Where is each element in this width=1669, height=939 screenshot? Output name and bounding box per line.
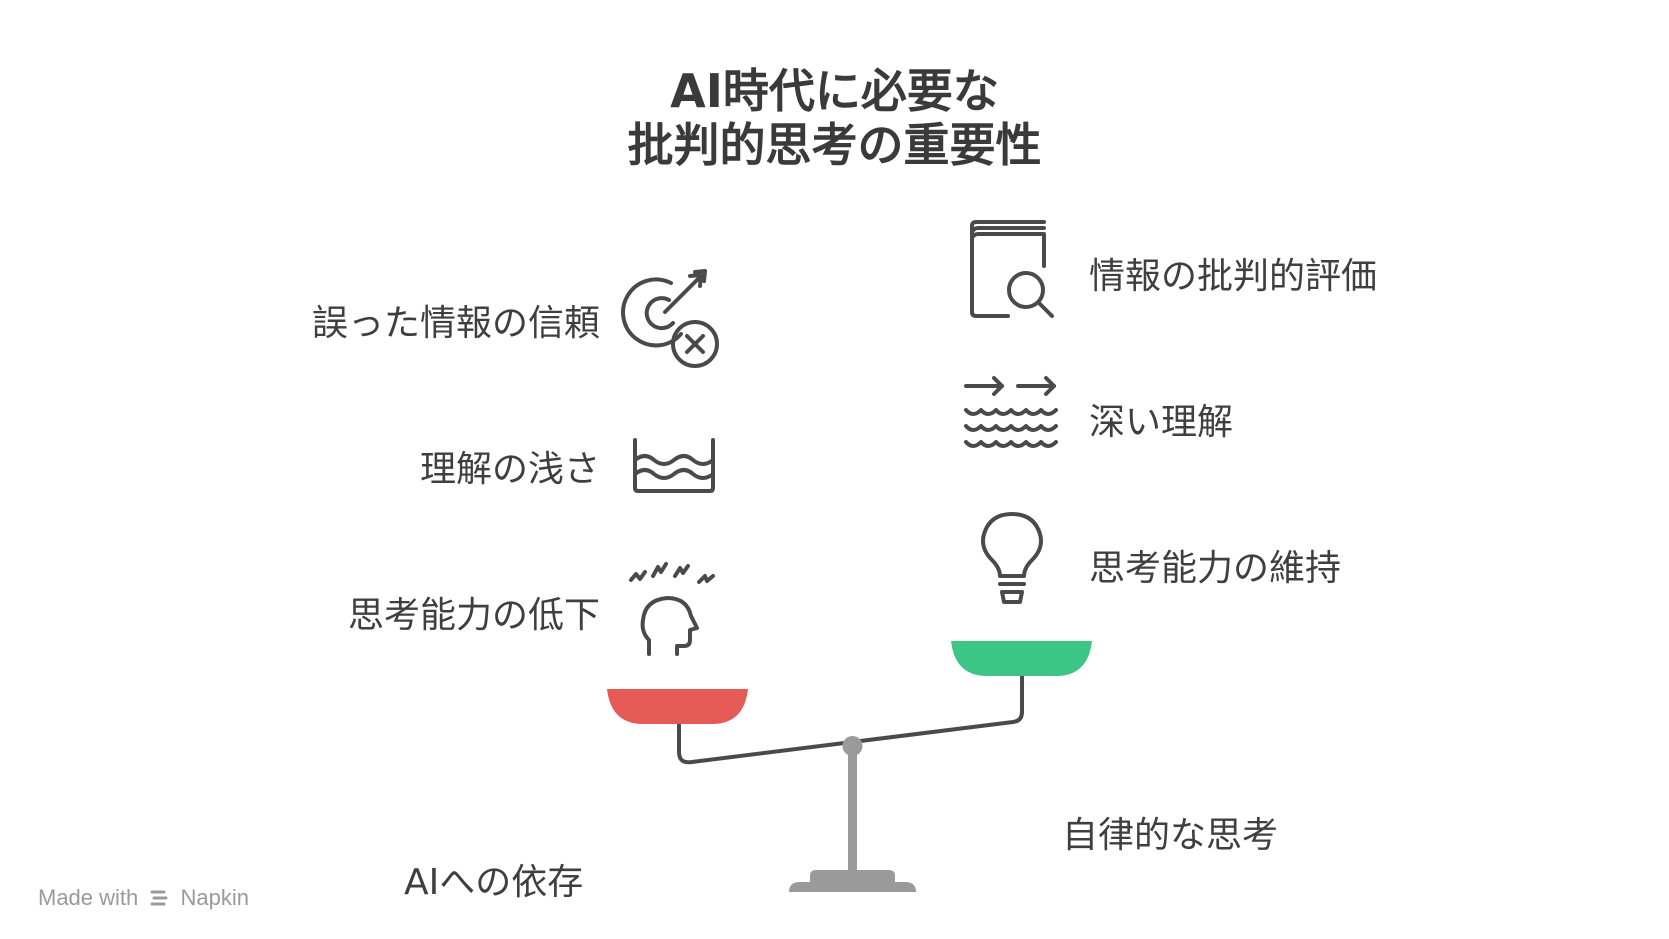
napkin-watermark[interactable]: Made with Napkin [38, 884, 249, 911]
right-base-label: 自律的な思考 [1062, 815, 1279, 856]
left-item-label-shallow-understanding: 理解の浅さ [419, 449, 600, 490]
napkin-logo-icon [150, 890, 168, 906]
watermark-prefix: Made with [38, 885, 139, 911]
shallow-water-icon [633, 438, 715, 493]
diagram-title-line2: 批判的思考の重要性 [627, 118, 1042, 172]
scale-pole [848, 748, 857, 872]
scale-base-top [810, 870, 895, 882]
right-pan [951, 641, 1092, 676]
lightbulb-icon [981, 512, 1043, 604]
right-item-label-maintained-thinking: 思考能力の維持 [1089, 548, 1342, 589]
left-item-label-misinformation: 誤った情報の信頼 [311, 303, 600, 344]
target-miss-icon [621, 269, 719, 368]
left-base-label: AIへの依存 [404, 862, 584, 903]
left-item-label-declining-thinking: 思考能力の低下 [347, 595, 600, 636]
right-item-label-critical-evaluation: 情報の批判的評価 [1089, 256, 1378, 297]
book-search-icon [970, 220, 1054, 318]
watermark-brand: Napkin [180, 885, 250, 911]
right-item-label-deep-understanding: 深い理解 [1089, 402, 1234, 443]
deep-waves-icon [964, 376, 1058, 448]
scale-base [789, 882, 916, 892]
scale-pivot [842, 736, 863, 756]
head-confusion-icon [629, 562, 715, 656]
left-pan [607, 689, 748, 724]
diagram-title-line1: AI時代に必要な [670, 64, 999, 118]
